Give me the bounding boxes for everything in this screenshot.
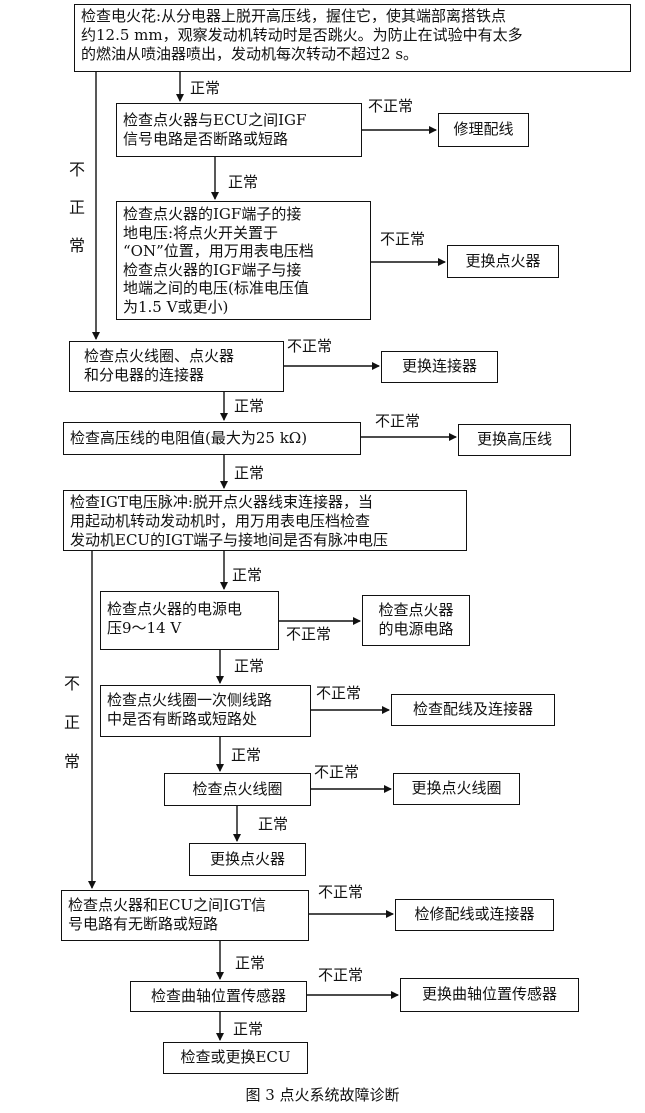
label-abnormal: 不正常 (375, 412, 421, 430)
step-text-line: 检查IGT电压脉冲:脱开点火器线束连接器，当 (70, 493, 373, 511)
action-replace-ignition-coil: 更换点火线圈 (393, 773, 520, 805)
action-check-wiring-connectors: 检查配线及连接器 (391, 694, 555, 726)
step-text-line: 中是否有断路或短路处 (107, 710, 258, 728)
action-replace-crank-sensor: 更换曲轴位置传感器 (400, 978, 579, 1012)
step-text-line: 检查点火器的IGF端子与接 (123, 260, 302, 279)
step-text-line: 检查点火线圈 (192, 780, 283, 798)
label-normal: 正常 (234, 657, 265, 675)
step-check-igt-pulse: 检查IGT电压脉冲:脱开点火器线束连接器，当 用起动机转动发动机时，用万用表电压… (63, 490, 467, 551)
step-check-ignition-coil: 检查点火线圈 (164, 773, 311, 806)
action-repair-wiring-connectors: 检修配线或连接器 (395, 899, 554, 931)
step-text-line: 和分电器的连接器 (84, 366, 205, 384)
step-replace-igniter-final: 更换点火器 (189, 843, 306, 876)
action-text-line: 更换点火器 (465, 252, 541, 270)
step-check-hv-wire-resistance: 检查高压线的电阻值(最大为25 kΩ) (63, 422, 361, 455)
action-text-line: 检修配线或连接器 (414, 905, 535, 923)
action-text-line: 的电源电路 (378, 620, 454, 638)
step-check-or-replace-ecu: 检查或更换ECU (163, 1042, 308, 1074)
step-text-line: 更换点火器 (209, 850, 285, 868)
label-normal: 正常 (234, 397, 265, 415)
label-normal: 正常 (232, 566, 263, 584)
label-normal: 正常 (228, 173, 259, 191)
step-check-igt-circuit: 检查点火器和ECU之间IGT信 号电路有无断路或短路 (61, 890, 309, 941)
label-abnormal: 不正常 (318, 966, 364, 984)
step-text-line: 检查曲轴位置传感器 (150, 987, 286, 1005)
step-text-line: 检查或更换ECU (180, 1048, 291, 1066)
figure-caption: 图 3 点火系统故障诊断 (245, 1086, 400, 1104)
label-abnormal: 不正常 (380, 230, 426, 248)
action-text-line: 更换点火线圈 (411, 779, 502, 797)
step-text-line: 检查点火器与ECU之间IGF (123, 111, 307, 129)
step-text-line: 检查电火花:从分电器上脱开高压线，握住它，使其端部离搭铁点 (81, 7, 507, 25)
step-text-line: 检查点火线圈、点火器 (84, 347, 235, 365)
action-replace-hv-wire: 更换高压线 (458, 424, 571, 456)
action-text-line: 更换连接器 (401, 357, 477, 375)
step-text-line: 地端之间的电压(标准电压值 (123, 279, 309, 297)
action-replace-igniter: 更换点火器 (447, 245, 559, 278)
label-normal: 正常 (234, 464, 265, 482)
step-check-spark: 检查电火花:从分电器上脱开高压线，握住它，使其端部离搭铁点 约12.5 mm，观… (74, 4, 631, 72)
step-check-coil-primary: 检查点火线圈一次侧线路 中是否有断路或短路处 (100, 685, 311, 737)
step-text-line: 约12.5 mm，观察发动机转动时是否跳火。为防止在试验中有太多 (81, 26, 523, 44)
step-check-connectors: 检查点火线圈、点火器 和分电器的连接器 (69, 341, 284, 392)
action-replace-connector: 更换连接器 (381, 351, 498, 383)
action-text-line: 更换曲轴位置传感器 (421, 985, 557, 1003)
action-text-line: 检查点火器 (378, 601, 454, 619)
step-check-igf-circuit: 检查点火器与ECU之间IGF 信号电路是否断路或短路 (116, 103, 362, 157)
step-text-line: 发动机ECU的IGT端子与接地间是否有脉冲电压 (70, 531, 388, 549)
label-normal: 正常 (235, 954, 266, 972)
label-abnormal-vertical-1-char: 常 (68, 236, 85, 255)
step-check-crank-sensor: 检查曲轴位置传感器 (130, 981, 307, 1012)
label-abnormal-vertical-2-char: 常 (63, 752, 80, 771)
label-abnormal: 不正常 (316, 684, 362, 702)
step-text-line: 压9～14 V (107, 619, 182, 637)
label-normal: 正常 (258, 815, 289, 833)
step-text-line: 为1.5 V或更小) (123, 297, 229, 316)
label-normal: 正常 (233, 1020, 264, 1038)
step-text-line: 信号电路是否断路或短路 (123, 130, 289, 148)
label-abnormal: 不正常 (368, 97, 414, 115)
label-abnormal: 不正常 (318, 883, 364, 901)
step-text-line: “ON”位置，用万用表电压档 (123, 242, 314, 260)
label-abnormal-vertical-1-char: 正 (68, 198, 85, 217)
label-abnormal-vertical-2-char: 不 (63, 674, 80, 693)
label-abnormal: 不正常 (287, 337, 333, 355)
action-text-line: 修理配线 (453, 120, 514, 138)
label-normal: 正常 (231, 746, 262, 764)
step-text-line: 检查点火器的电源电 (107, 600, 243, 618)
step-text-line: 号电路有无断路或短路 (68, 915, 219, 933)
label-abnormal: 不正常 (286, 625, 332, 643)
step-text-line: 检查点火器和ECU之间IGT信 (68, 896, 266, 914)
step-text-line: 检查点火线圈一次侧线路 (107, 691, 273, 709)
action-text-line: 更换高压线 (476, 430, 552, 448)
action-text-line: 检查配线及连接器 (412, 700, 533, 718)
step-check-igniter-supply-voltage: 检查点火器的电源电 压9～14 V (100, 591, 279, 650)
action-repair-wiring: 修理配线 (438, 113, 529, 147)
step-text-line: 检查点火器的IGF端子的接 (123, 205, 302, 223)
label-abnormal: 不正常 (314, 763, 360, 781)
label-abnormal-vertical-2-char: 正 (63, 713, 80, 732)
step-text-line: 检查高压线的电阻值(最大为25 kΩ) (70, 429, 308, 447)
label-normal: 正常 (190, 79, 221, 97)
step-text-line: 的燃油从喷油器喷出，发动机每次转动不超过2 s。 (81, 45, 419, 63)
step-text-line: 地电压:将点火开关置于 (123, 223, 279, 242)
step-text-line: 用起动机转动发动机时，用万用表电压档检查 (70, 512, 371, 530)
label-abnormal-vertical-1-char: 不 (68, 160, 85, 179)
action-check-igniter-supply: 检查点火器 的电源电路 (362, 595, 470, 646)
step-check-igf-voltage: 检查点火器的IGF端子的接 地电压:将点火开关置于 “ON”位置，用万用表电压档… (116, 201, 371, 320)
